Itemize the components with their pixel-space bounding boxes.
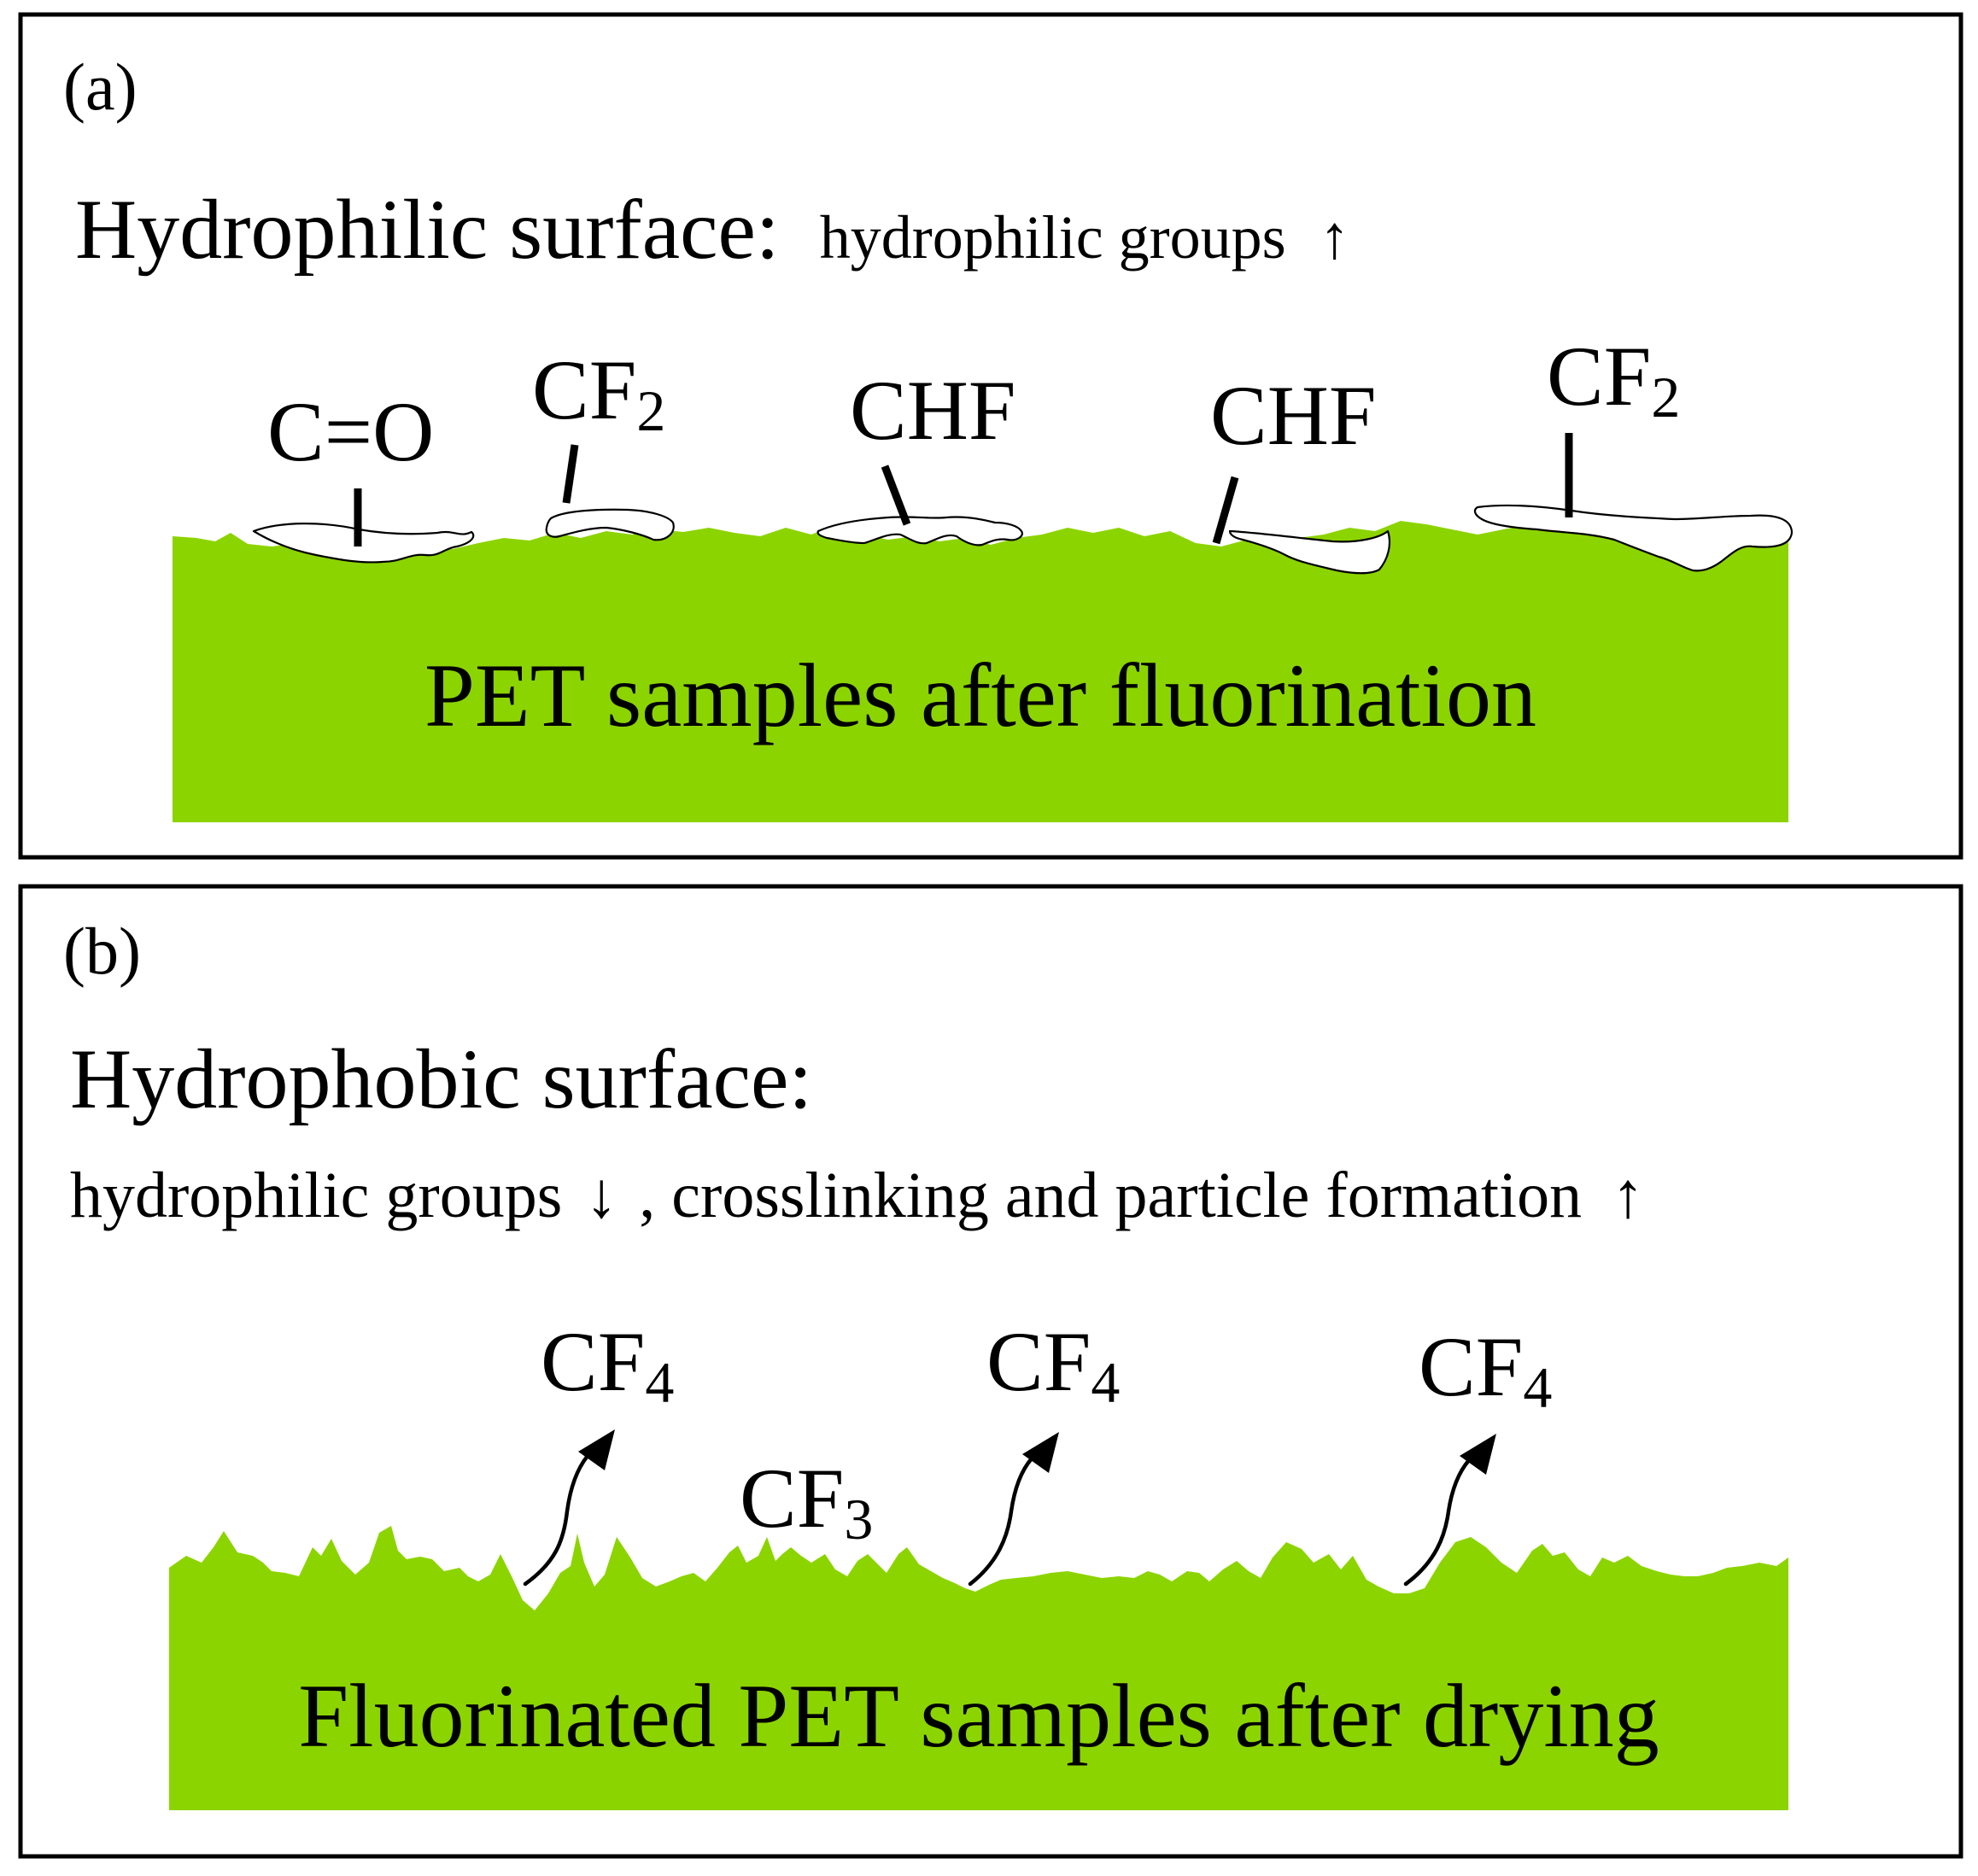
up-arrow-icon: ↑ xyxy=(1320,203,1350,272)
panel-b-frame xyxy=(18,884,1963,1859)
panel-a: (a) Hydrophilic surface: hydrophilic gro… xyxy=(18,12,1963,860)
group-label-cf2-right: CF2 xyxy=(1547,329,1680,430)
group-label-co: C=O xyxy=(267,384,434,479)
release-arrow-2 xyxy=(968,1456,1034,1587)
bond-chf-left xyxy=(881,465,911,526)
surface-group-label: CF3 xyxy=(740,1451,873,1552)
released-label-2: CF4 xyxy=(986,1314,1120,1415)
panel-b-heading: Hydrophobic surface: xyxy=(70,1032,812,1126)
substrate-label-b: Fluorinated PET samples after drying xyxy=(298,1666,1659,1766)
bond-cf2-left xyxy=(562,444,579,504)
arrowhead-icon xyxy=(1022,1432,1059,1473)
released-label-3: CF4 xyxy=(1419,1319,1552,1420)
surface-patch-3 xyxy=(816,516,1023,546)
panel-b-subheading: hydrophilic groups ↓ , crosslinking and … xyxy=(70,1160,1644,1231)
panel-a-frame xyxy=(18,12,1963,860)
group-label-cf2-left: CF2 xyxy=(532,342,665,443)
panel-a-label: (a) xyxy=(63,50,138,124)
group-label-chf-left: CHF xyxy=(850,363,1016,458)
up-arrow-icon: ↑ xyxy=(1612,1160,1644,1231)
arrowhead-icon xyxy=(578,1429,615,1470)
surface-patch-4 xyxy=(1228,529,1391,575)
arrowhead-icon xyxy=(1460,1434,1496,1475)
released-label-1: CF4 xyxy=(541,1314,674,1415)
panel-b-subheading-part1: hydrophilic groups xyxy=(70,1160,562,1231)
group-label-chf-right: CHF xyxy=(1210,368,1377,463)
surface-patch-5 xyxy=(1473,504,1794,572)
panel-a-heading-text: Hydrophilic surface: xyxy=(75,182,780,277)
panel-b-label: (b) xyxy=(63,914,141,988)
bond-chf-right xyxy=(1212,476,1239,545)
release-arrow-1 xyxy=(523,1453,590,1587)
panel-b-subheading-part2: , crosslinking and particle formation xyxy=(639,1160,1582,1231)
release-arrow-3 xyxy=(1403,1458,1472,1587)
substrate-label-a: PET samples after fluorination xyxy=(424,646,1536,745)
surface-patch-2 xyxy=(545,508,675,541)
panel-a-heading: Hydrophilic surface: hydrophilic groups … xyxy=(75,182,1350,277)
panel-b: (b) Hydrophobic surface: hydrophilic gro… xyxy=(18,884,1963,1859)
down-arrow-icon: ↓ xyxy=(585,1160,617,1231)
pet-substrate-b xyxy=(169,1526,1788,1810)
pet-substrate-a xyxy=(173,521,1788,822)
panel-a-subheading: hydrophilic groups xyxy=(820,203,1286,272)
